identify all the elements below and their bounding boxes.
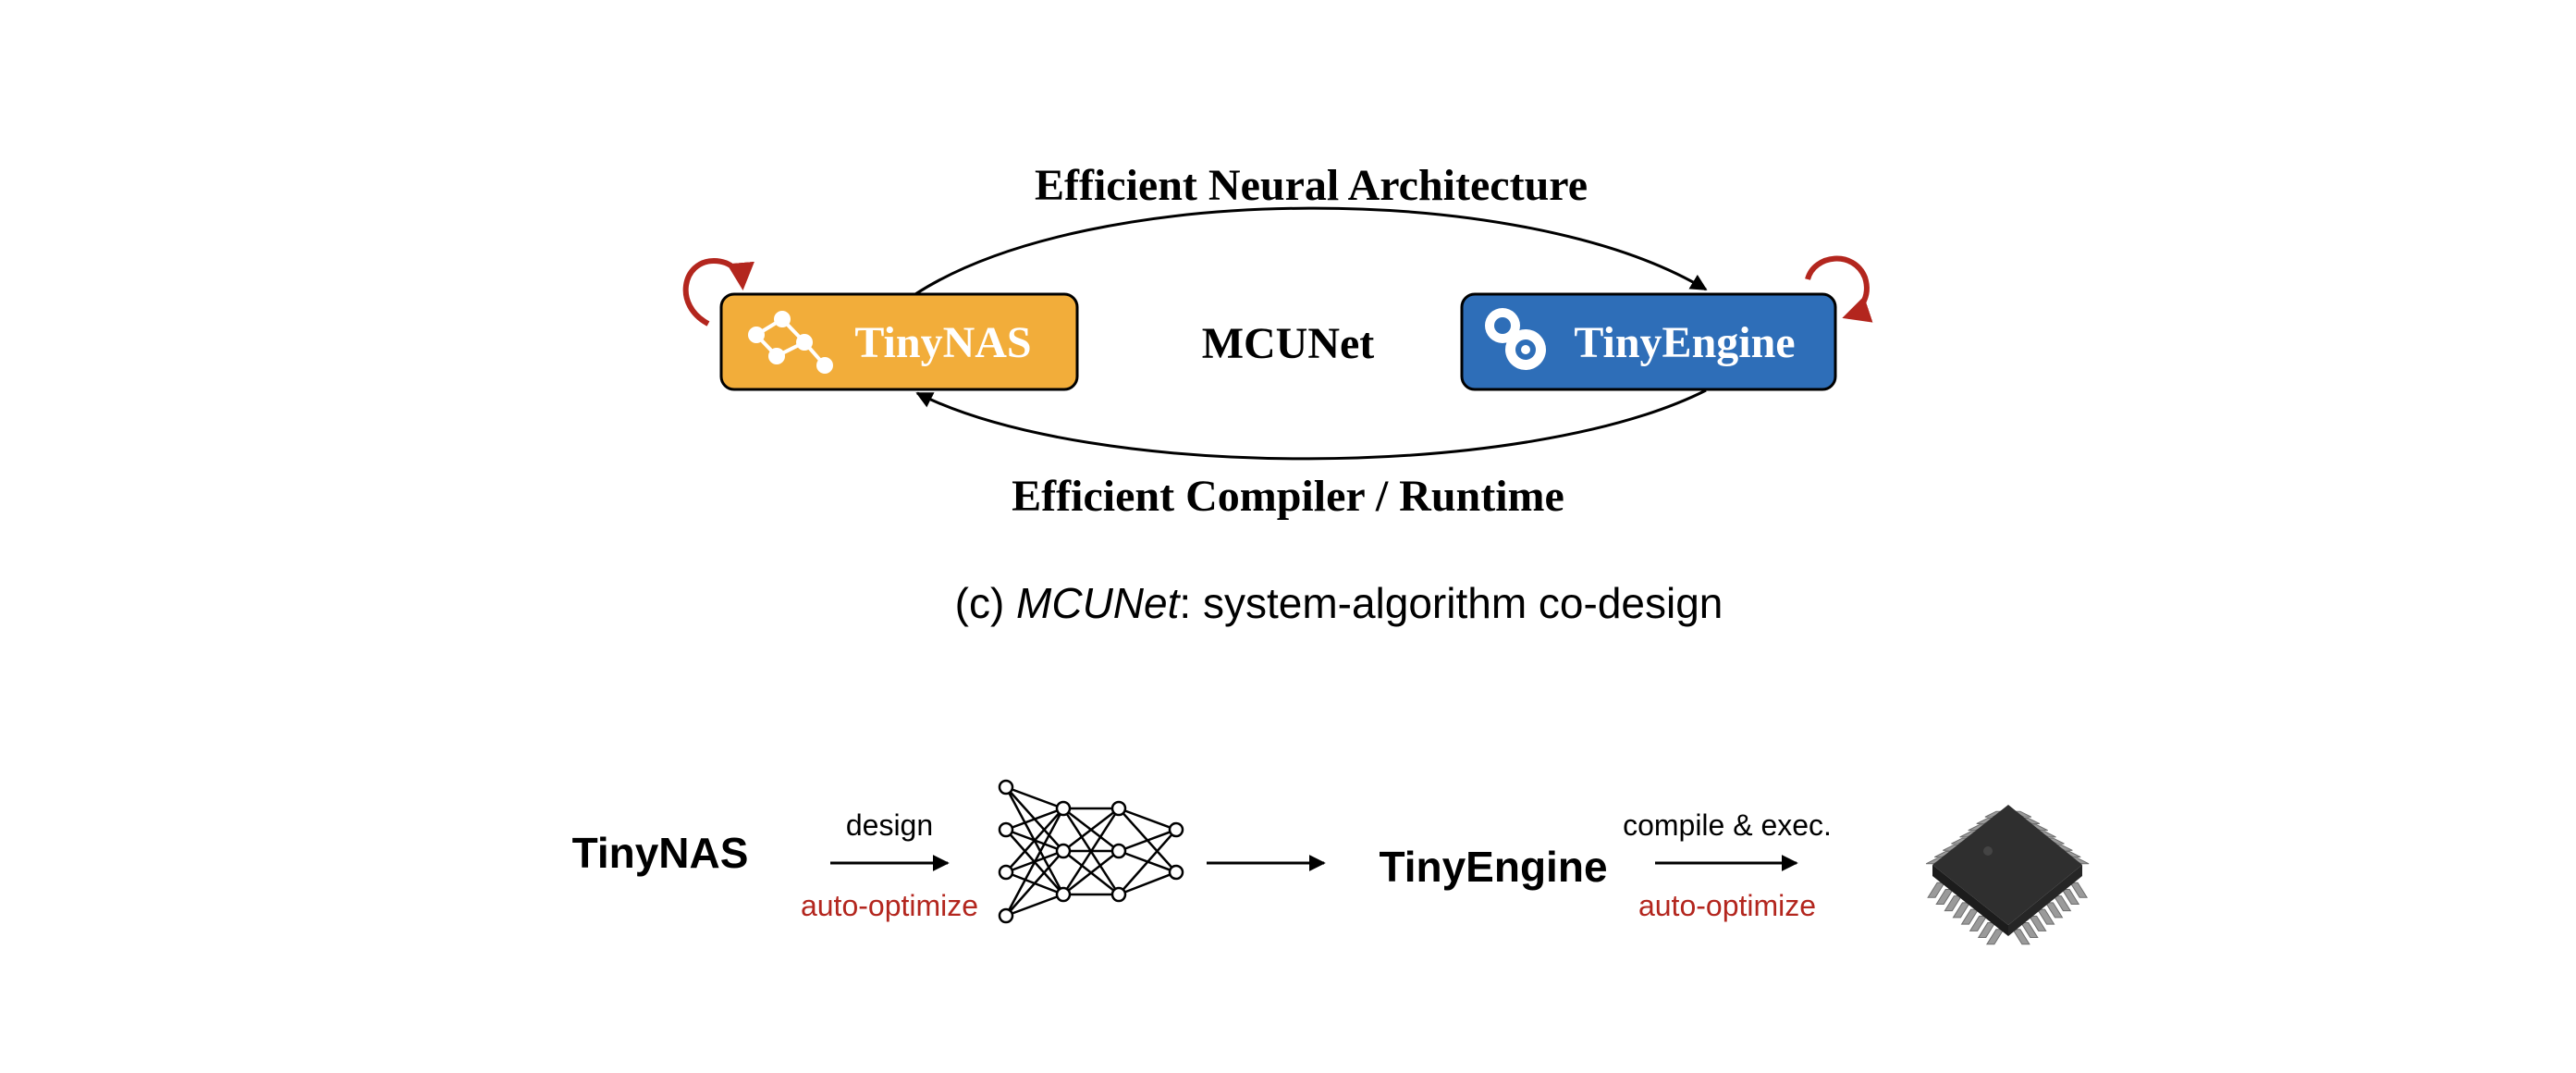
tinynas-loop-arrow (682, 257, 754, 327)
chip-pin (2053, 895, 2072, 912)
nn-edge (1061, 808, 1121, 895)
nn-edge (1004, 808, 1065, 917)
nn-node (1055, 886, 1072, 903)
pipeline-tinynas-label: TinyNAS (572, 829, 749, 877)
caption-title: MCUNet (1016, 579, 1182, 627)
caption-prefix: (c) (955, 579, 1016, 627)
nn-node (1110, 886, 1127, 903)
nn-node (1055, 800, 1072, 817)
nn-edge (1005, 850, 1064, 917)
caption: (c) MCUNet: system-algorithm co-design (955, 579, 1723, 627)
pipeline-tinyengine-label: TinyEngine (1379, 843, 1607, 891)
nn-edge (1118, 828, 1177, 853)
chip-pin (2061, 888, 2080, 905)
top-arc-arrow (914, 206, 1708, 296)
nn-node (1055, 843, 1072, 859)
chip-pin (2019, 922, 2039, 939)
bottom-arc-arrow (915, 388, 1707, 461)
neural-network-icon (998, 779, 1184, 924)
nn-node (998, 907, 1014, 924)
nn-edge (1005, 807, 1064, 832)
cycle-diagram: Efficient Neural Architecture Efficient … (682, 161, 1873, 521)
nn-node (998, 821, 1014, 838)
nn-node (998, 779, 1014, 796)
nn-edge (1118, 807, 1177, 832)
tinyengine-box-label: TinyEngine (1574, 318, 1795, 367)
caption-rest: : system-algorithm co-design (1179, 579, 1723, 627)
nn-edge (1118, 870, 1177, 896)
network-graph-icon (748, 311, 833, 374)
chip-pin (2028, 915, 2047, 931)
top-arc-label: Efficient Neural Architecture (1035, 161, 1588, 210)
center-label: MCUNet (1202, 319, 1375, 368)
nn-edge (1005, 785, 1064, 810)
tinyengine-loop-arrow (1805, 255, 1873, 323)
auto-optimize-label-1: auto-optimize (801, 889, 978, 922)
nn-edge (1005, 808, 1064, 873)
bottom-arc-label: Efficient Compiler / Runtime (1012, 472, 1564, 521)
nn-edge (1062, 850, 1120, 895)
nn-edge (1118, 829, 1177, 895)
tinynas-box: TinyNAS (719, 292, 1079, 391)
nn-node (998, 864, 1014, 881)
microcontroller-chip-icon (1925, 805, 2090, 945)
chip-pin (2036, 908, 2055, 925)
nn-edge (1062, 808, 1120, 852)
nn-node (1110, 800, 1127, 817)
tinynas-box-label: TinyNAS (854, 318, 1031, 367)
auto-optimize-label-2: auto-optimize (1638, 889, 1816, 922)
nn-node (1110, 843, 1127, 859)
nn-node (1168, 864, 1184, 881)
chip-pin (2069, 882, 2089, 898)
nn-node (1168, 821, 1184, 838)
nn-edge (1005, 893, 1064, 918)
gears-icon (1485, 308, 1546, 370)
compile-exec-label: compile & exec. (1623, 808, 1832, 842)
design-label: design (846, 808, 933, 842)
chip-pin (2011, 929, 2030, 945)
pipeline: TinyNAS design auto-optimize TinyEngine … (572, 779, 2090, 945)
chip-pin (2044, 902, 2064, 919)
tinyengine-box: TinyEngine (1460, 292, 1837, 391)
